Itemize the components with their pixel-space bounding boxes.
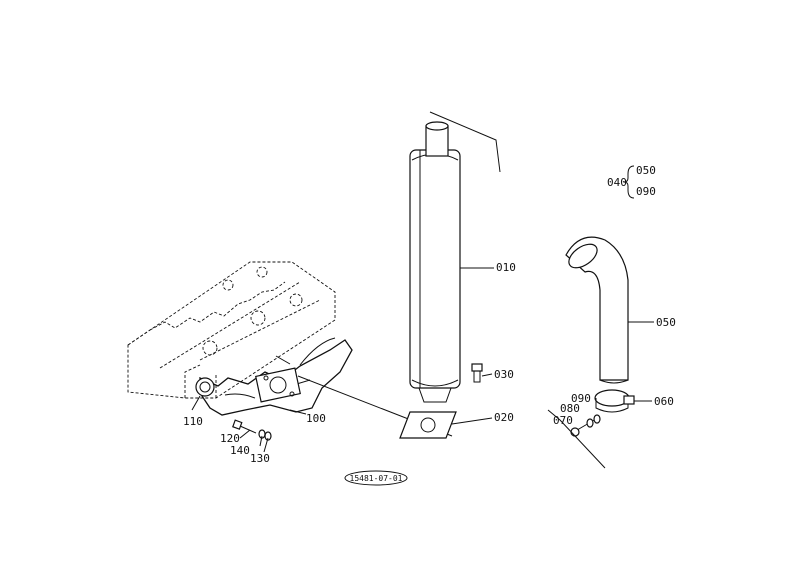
pipe-clamp — [594, 389, 635, 413]
guide-line-manifold-top — [275, 355, 291, 365]
label-050-bracket: 050 — [636, 164, 656, 177]
label-060: 060 — [654, 395, 674, 408]
muffler — [409, 121, 461, 403]
label-090-bracket: 090 — [636, 185, 656, 198]
label-140: 140 — [230, 444, 250, 457]
figure-code: 15481-07-01 — [350, 474, 403, 483]
figure-code-badge: 15481-07-01 — [344, 470, 408, 486]
label-120: 120 — [220, 432, 240, 445]
manifold-bolt-set — [232, 419, 272, 441]
exhaust-manifold — [195, 337, 353, 416]
label-130: 130 — [250, 452, 270, 465]
muffler-gasket — [399, 411, 457, 439]
clamp-bolt-set — [547, 409, 606, 469]
label-110: 110 — [183, 415, 203, 428]
bracket-040 — [623, 165, 635, 199]
label-100: 100 — [306, 412, 326, 425]
bolt-030 — [471, 363, 483, 383]
label-020: 020 — [494, 411, 514, 424]
leader-lines — [191, 267, 654, 453]
label-090: 090 — [571, 392, 591, 405]
label-040: 040 — [607, 176, 627, 189]
guide-line-muffler-top — [429, 111, 501, 173]
label-030: 030 — [494, 368, 514, 381]
label-010: 010 — [496, 261, 516, 274]
label-080: 080 — [560, 402, 580, 415]
label-070: 070 — [553, 414, 573, 427]
label-050: 050 — [656, 316, 676, 329]
exhaust-pipe — [565, 236, 629, 384]
engine-block — [127, 261, 336, 399]
